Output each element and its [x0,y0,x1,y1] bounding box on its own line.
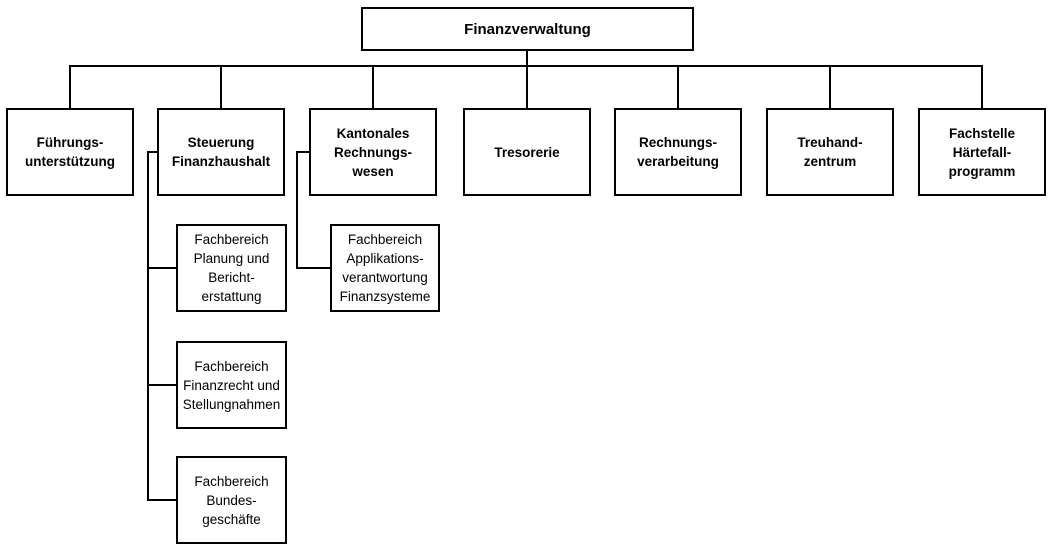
root-box-finanzverwaltung: Finanzverwaltung [361,7,694,51]
connector-rechnungswesen-stub [296,151,309,153]
connector-root-drop [526,51,528,67]
connector-drop-rechnungsverarbeitung [677,65,679,108]
connector-drop-fachstelle-haertefallprogramm [981,65,983,108]
unit-box-applikationsverantwortung-finanzsysteme: Fachbereich Applikations- verantwortung … [330,224,440,312]
connector-steuerung-stub [147,151,157,153]
connector-drop-steuerung-finanzhaushalt [220,65,222,108]
connector-rechnungswesen-unit1-stub [296,267,330,269]
connector-drop-tresorerie [526,65,528,108]
dept-box-treuhandzentrum: Treuhand- zentrum [766,108,894,196]
connector-steuerung-unit3-stub [147,499,176,501]
dept-box-tresorerie: Tresorerie [463,108,591,196]
connector-steuerung-rail [147,151,149,501]
unit-box-finanzrecht-stellungnahmen: Fachbereich Finanzrecht und Stellungnahm… [176,341,287,429]
dept-box-fachstelle-haertefallprogramm: Fachstelle Härtefall- programm [918,108,1046,196]
connector-steuerung-unit1-stub [147,267,176,269]
connector-drop-kantonales-rechnungswesen [372,65,374,108]
dept-box-steuerung-finanzhaushalt: Steuerung Finanzhaushalt [157,108,285,196]
unit-box-planung-berichterstattung: Fachbereich Planung und Bericht- erstatt… [176,224,287,312]
dept-box-fuehrungsunterstuetzung: Führungs- unterstützung [6,108,134,196]
connector-drop-treuhandzentrum [829,65,831,108]
connector-drop-fuehrungsunterstuetzung [69,65,71,108]
unit-box-bundesgeschaefte: Fachbereich Bundes- geschäfte [176,456,287,544]
connector-steuerung-unit2-stub [147,384,176,386]
dept-box-rechnungsverarbeitung: Rechnungs- verarbeitung [614,108,742,196]
dept-box-kantonales-rechnungswesen: Kantonales Rechnungs- wesen [309,108,437,196]
connector-rechnungswesen-rail [296,151,298,269]
